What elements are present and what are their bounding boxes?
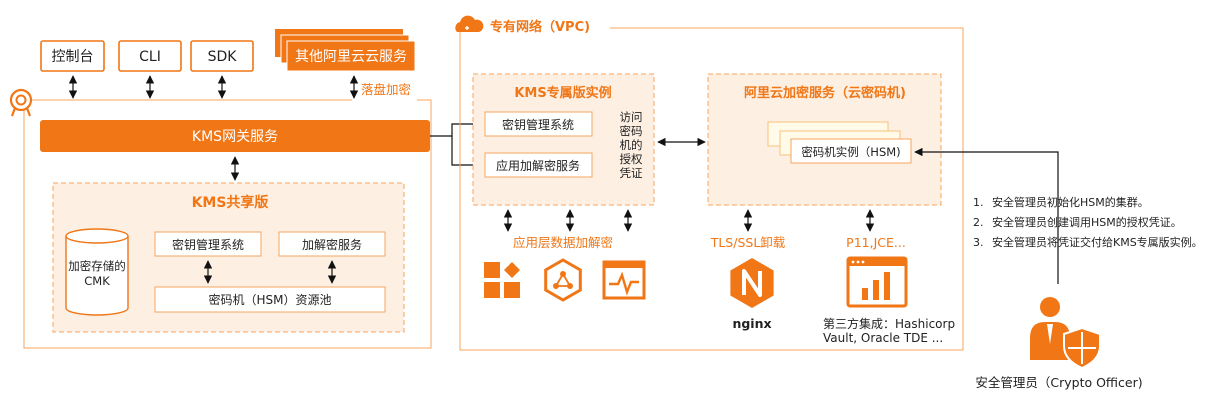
kms-shared-title: KMS共享版 — [192, 194, 269, 211]
disk-encryption-label: 落盘加密 — [361, 82, 411, 97]
arrow-gateway-appcrypto — [451, 136, 482, 170]
shared-key-mgmt-label: 密钥管理系统 — [172, 237, 244, 252]
step-2: 安全管理员创建调用HSM的授权凭证。 — [992, 215, 1182, 229]
step-3: 安全管理员将凭证交付给KMS专属版实例。 — [992, 235, 1203, 249]
step-number-1: 1. — [973, 196, 984, 209]
hsm-instance-label: 密码机实例（HSM) — [801, 145, 900, 159]
dedicated-key-mgmt-box: 密钥管理系统 — [484, 111, 593, 137]
other-services-stack: 其他阿里云云服务 — [275, 29, 416, 72]
other-services-label: 其他阿里云云服务 — [295, 49, 407, 65]
p11-label: P11,JCE... — [846, 235, 906, 250]
apps-grid-icon — [484, 262, 520, 298]
access-line-5: 凭证 — [620, 166, 643, 180]
console-label: 控制台 — [52, 49, 94, 65]
kms-gateway-label: KMS网关服务 — [192, 129, 278, 145]
shared-key-mgmt-box: 密钥管理系统 — [154, 231, 262, 257]
kms-badge-icon — [9, 88, 33, 117]
cmk-store-line2: CMK — [84, 274, 110, 288]
cli-box: CLI — [118, 40, 182, 72]
step-number-2: 2. — [973, 216, 984, 229]
nginx-label: nginx — [732, 316, 771, 331]
cmk-database-icon: 加密存储的 CMK — [65, 228, 129, 316]
step-1: 安全管理员初始化HSM的集群。 — [992, 195, 1149, 209]
console-box: 控制台 — [40, 40, 105, 72]
hsm-pool-label: 密码机（HSM）资源池 — [209, 292, 332, 307]
hsm-pool-box: 密码机（HSM）资源池 — [154, 286, 386, 313]
arrow-gateway-keymgmt — [430, 119, 482, 137]
app-data-crypto-label: 应用层数据加解密 — [513, 235, 613, 250]
third-party-line1: 第三方集成：Hashicorp — [823, 316, 955, 331]
bar-chart-window-icon — [846, 256, 908, 308]
arrow-officer-hsm — [914, 147, 1059, 284]
cli-label: CLI — [139, 49, 161, 65]
access-line-4: 授权 — [620, 152, 643, 166]
dedicated-key-mgmt-label: 密钥管理系统 — [502, 117, 574, 132]
monitor-pulse-icon — [602, 260, 646, 300]
shared-crypto-service-box: 加解密服务 — [278, 231, 386, 257]
nginx-icon — [730, 258, 774, 308]
sdk-box: SDK — [190, 40, 254, 72]
dedicated-app-crypto-label: 应用加解密服务 — [496, 158, 580, 173]
access-line-1: 访问 — [620, 110, 643, 124]
cloud-icon — [455, 15, 484, 32]
vpc-title: 专有网络（VPC) — [490, 19, 590, 35]
steps-list: 1. 安全管理员初始化HSM的集群。 2. 安全管理员创建调用HSM的授权凭证。… — [973, 195, 1203, 249]
cmk-store-line1: 加密存储的 — [68, 259, 126, 273]
hsm-instance-stack: 密码机实例（HSM) — [767, 121, 912, 164]
dedicated-app-crypto-box: 应用加解密服务 — [484, 152, 593, 178]
third-party-line2: Vault, Oracle TDE ... — [823, 331, 943, 345]
crypto-officer-icon — [1030, 297, 1101, 370]
kms-gateway-bar: KMS网关服务 — [40, 120, 430, 152]
sdk-label: SDK — [208, 49, 238, 65]
step-number-3: 3. — [973, 236, 984, 249]
cloud-hsm-title: 阿里云加密服务（云密码机) — [744, 85, 906, 101]
access-credential-text: 访问 密码 机的 授权 凭证 — [620, 110, 643, 180]
crypto-officer-label: 安全管理员（Crypto Officer) — [975, 375, 1142, 390]
kms-dedicated-panel: KMS专属版实例 — [472, 73, 655, 206]
access-line-3: 机的 — [620, 138, 643, 152]
access-line-2: 密码 — [620, 124, 643, 138]
shared-crypto-service-label: 加解密服务 — [302, 237, 362, 252]
hexagon-network-icon — [544, 258, 582, 302]
kms-dedicated-title: KMS专属版实例 — [514, 85, 611, 101]
tls-label: TLS/SSL卸载 — [710, 235, 786, 250]
